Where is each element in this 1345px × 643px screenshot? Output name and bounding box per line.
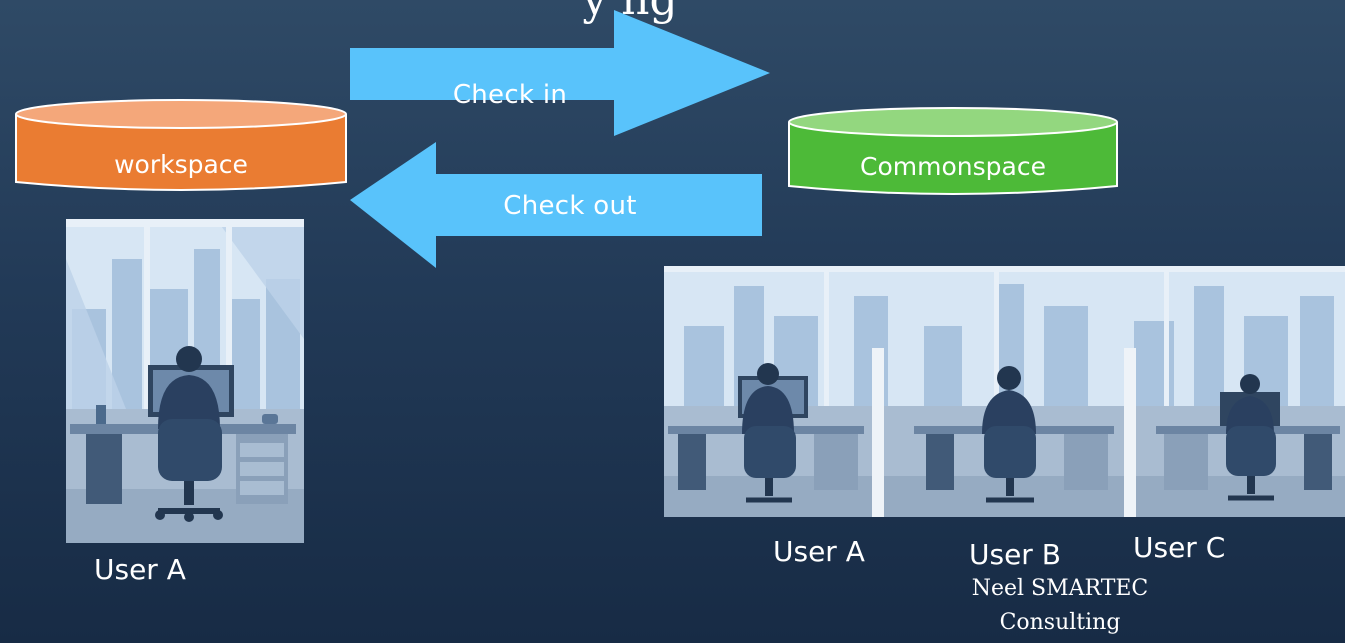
check-out-arrow-shape	[350, 142, 762, 268]
check-in-arrow-shape	[350, 10, 770, 136]
single-office-user-label: User A	[94, 553, 186, 586]
credit-text: Neel SMARTEC Consulting	[950, 572, 1170, 640]
credit-line-2: Consulting	[999, 610, 1121, 635]
office-worker-illustration	[66, 219, 304, 543]
check-out-arrow	[350, 142, 762, 268]
shared-office-user-a-label: User A	[773, 535, 865, 568]
shared-office-illustration	[664, 266, 1345, 517]
check-in-label: Check in	[452, 80, 568, 110]
commonspace-label: Commonspace	[860, 152, 1046, 181]
check-out-label: Check out	[503, 191, 637, 221]
workspace-label: workspace	[114, 150, 248, 179]
commonspace-cylinder: Commonspace	[787, 106, 1119, 202]
check-in-arrow	[350, 10, 770, 136]
workspace-cylinder: workspace	[14, 98, 348, 198]
shared-office-user-c-label: User C	[1133, 531, 1226, 564]
credit-line-1: Neel SMARTEC	[971, 576, 1149, 601]
shared-office-user-b-label: User B	[969, 538, 1061, 571]
